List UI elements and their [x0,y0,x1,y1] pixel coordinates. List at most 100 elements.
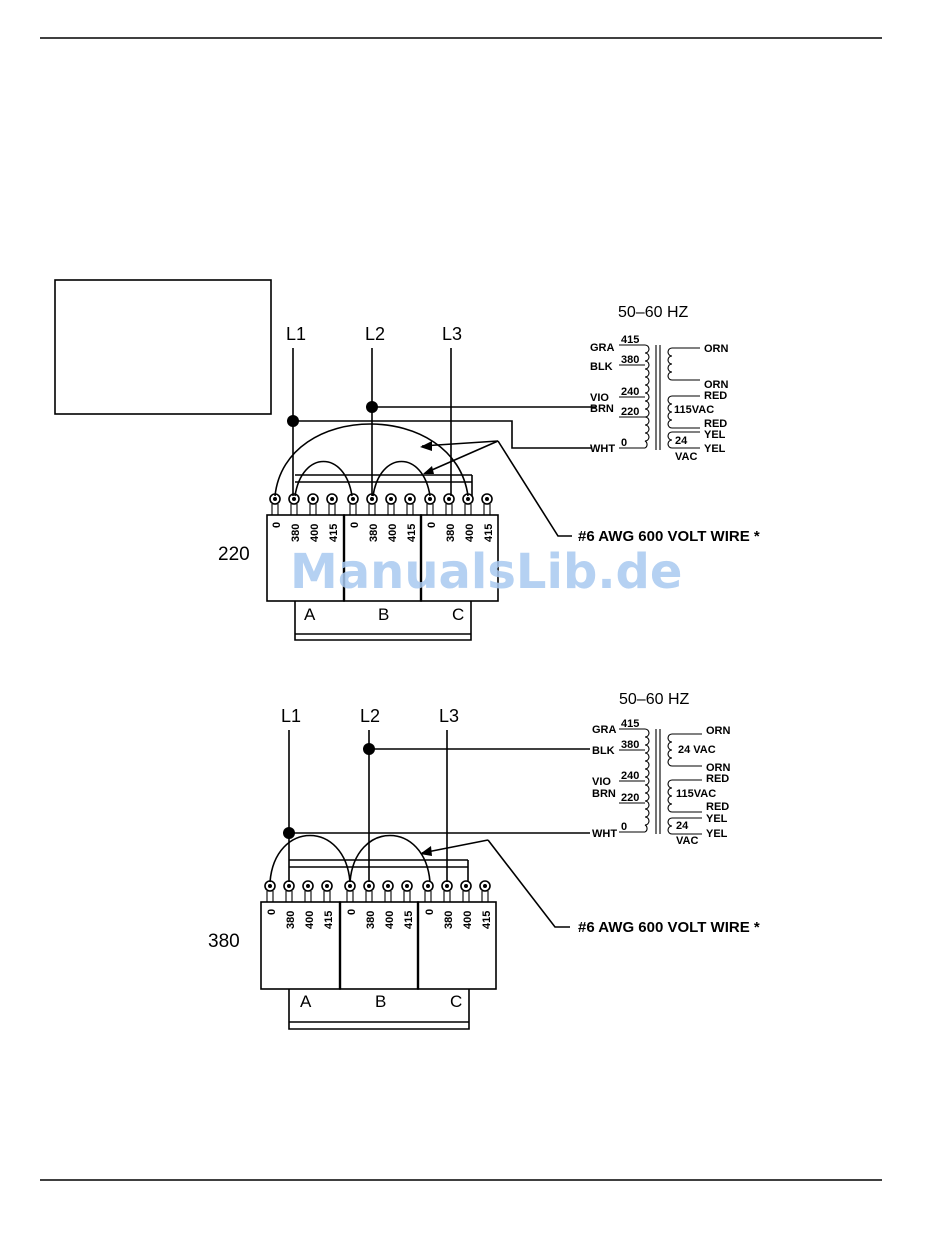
frequency-label: 50–60 HZ [619,691,689,708]
diagram-380: 380 L1 L2 L3 #6 AWG 600 VOLT WIRE * A B … [208,691,760,1030]
unit-label-a: A [300,992,312,1011]
line-label-l2: L2 [365,324,385,344]
svg-text:220: 220 [621,792,639,804]
tap-label: 415 [403,911,415,929]
terminal [264,880,276,902]
svg-text:YEL: YEL [704,429,726,441]
terminal [479,880,491,902]
terminal [307,493,319,515]
terminal [443,493,455,515]
svg-text:YEL: YEL [706,813,728,825]
frequency-label: 50–60 HZ [618,304,688,321]
svg-text:24 VAC: 24 VAC [678,744,716,756]
tap-label: 380 [285,911,297,929]
terminal [404,493,416,515]
unit-label-c: C [452,605,464,624]
terminal [366,493,378,515]
terminal [441,880,453,902]
wire-note: #6 AWG 600 VOLT WIRE * [578,919,760,936]
control-transformer: 50–60 HZ GRA BLK VIO BRN WHT 415 380 240… [590,304,729,463]
tap-label: 380 [290,524,302,542]
svg-text:0: 0 [621,821,627,833]
terminal [326,493,338,515]
tap-label: 400 [384,911,396,929]
svg-text:380: 380 [621,354,639,366]
tap-label: 380 [443,911,455,929]
terminal [302,880,314,902]
svg-text:115VAC: 115VAC [674,404,714,416]
terminal [382,880,394,902]
terminal [269,493,281,515]
unit-label-a: A [304,605,316,624]
svg-text:ORN: ORN [706,725,731,737]
terminal [288,493,300,515]
tap-label: 400 [387,524,399,542]
control-transformer: 50–60 HZ GRA BLK VIO BRN WHT 415 380 240… [592,691,731,847]
svg-text:ORN: ORN [704,343,729,355]
line-label-l1: L1 [286,324,306,344]
terminal [462,493,474,515]
tap-label: 0 [346,909,358,915]
tap-label: 415 [483,524,495,542]
terminal [385,493,397,515]
tap-label: 415 [481,911,493,929]
svg-text:24: 24 [676,820,689,832]
svg-text:RED: RED [706,773,729,785]
svg-text:GRA: GRA [592,724,617,736]
svg-text:240: 240 [621,770,639,782]
terminal-row [264,880,491,902]
watermark: ManualsLib.de [290,544,682,600]
svg-text:YEL: YEL [706,828,728,840]
svg-text:380: 380 [621,739,639,751]
line-label-l3: L3 [439,706,459,726]
terminal [424,493,436,515]
tap-label: 0 [271,522,283,528]
terminal [422,880,434,902]
svg-text:ORN: ORN [704,379,729,391]
terminal [363,880,375,902]
voltage-label: 220 [218,544,250,565]
tap-label: 380 [368,524,380,542]
terminal-row [269,493,493,515]
terminal [460,880,472,902]
svg-text:YEL: YEL [704,443,726,455]
terminal [283,880,295,902]
tap-label: 380 [365,911,377,929]
line-label-l2: L2 [360,706,380,726]
svg-text:BRN: BRN [592,788,616,800]
terminal [344,880,356,902]
svg-text:RED: RED [704,390,727,402]
svg-text:GRA: GRA [590,342,615,354]
svg-text:WHT: WHT [590,443,615,455]
svg-text:VAC: VAC [676,835,698,847]
blank-label-box [54,279,272,415]
svg-text:415: 415 [621,334,639,346]
tap-label: 0 [424,909,436,915]
svg-text:VIO: VIO [590,392,609,404]
line-label-l3: L3 [442,324,462,344]
tap-label: 400 [304,911,316,929]
svg-text:BLK: BLK [590,361,613,373]
terminal [347,493,359,515]
unit-label-c: C [450,992,462,1011]
unit-label-b: B [378,605,389,624]
tap-label: 400 [464,524,476,542]
tap-label: 400 [309,524,321,542]
tap-label: 400 [462,911,474,929]
line-label-l1: L1 [281,706,301,726]
terminal [401,880,413,902]
svg-text:415: 415 [621,718,639,730]
tap-label: 415 [328,524,340,542]
svg-text:WHT: WHT [592,828,617,840]
svg-text:0: 0 [621,437,627,449]
tap-label: 0 [266,909,278,915]
svg-text:BLK: BLK [592,745,615,757]
svg-text:RED: RED [706,801,729,813]
tap-label: 415 [406,524,418,542]
svg-text:BRN: BRN [590,403,614,415]
tap-label: 380 [445,524,457,542]
terminal [481,493,493,515]
tap-label: 0 [349,522,361,528]
unit-label-b: B [375,992,386,1011]
